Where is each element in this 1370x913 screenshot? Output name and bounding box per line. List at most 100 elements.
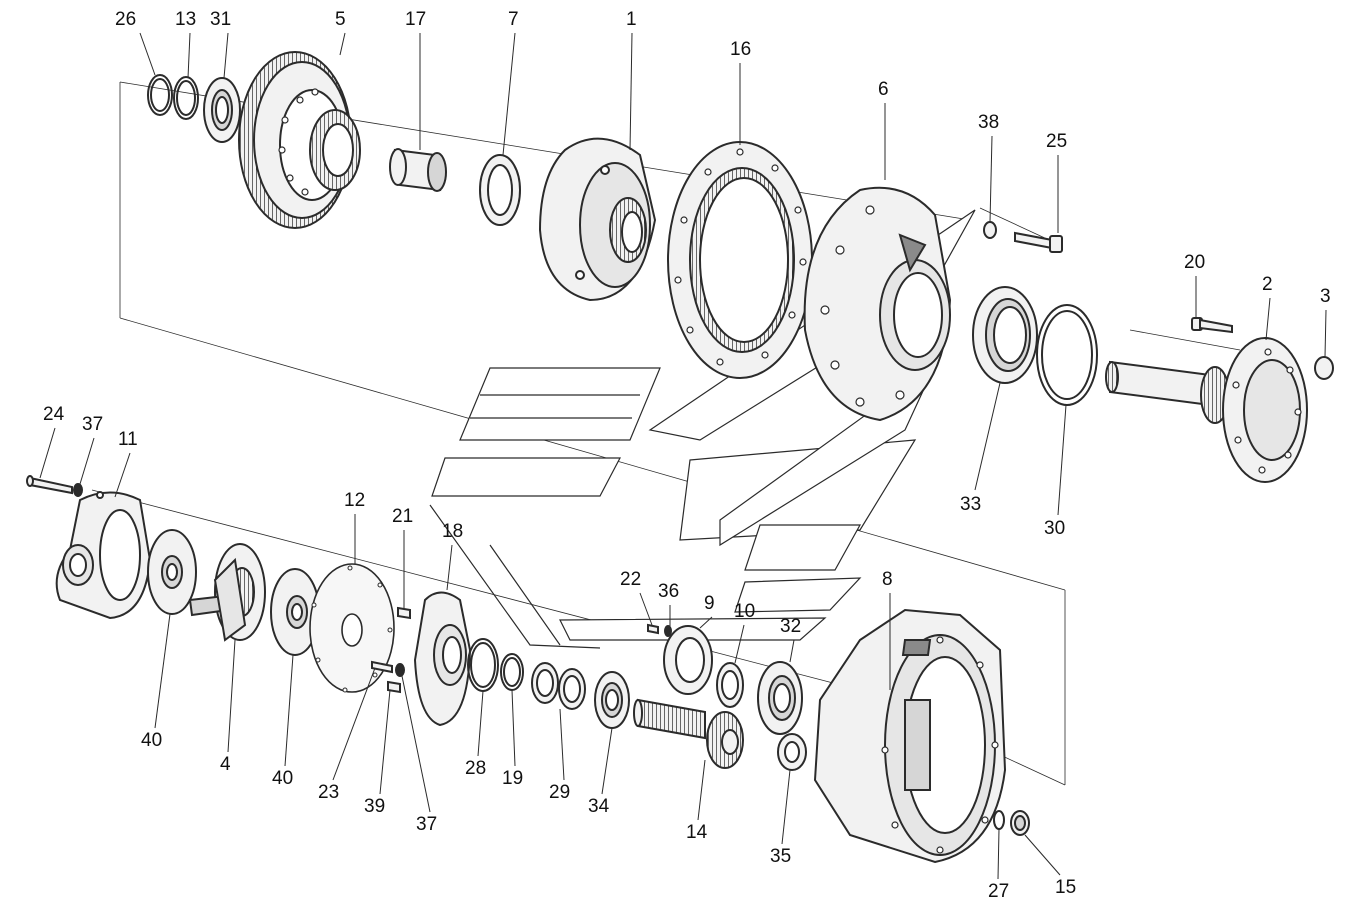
part-label-12: 12 xyxy=(344,490,365,511)
leader-line-40 xyxy=(284,654,294,767)
part-label-20: 20 xyxy=(1184,252,1205,273)
part-label-18: 18 xyxy=(442,521,463,542)
part-label-36: 36 xyxy=(658,581,679,602)
part-label-21: 21 xyxy=(392,506,413,527)
cover-plate-9 xyxy=(663,625,713,695)
pin-39 xyxy=(387,680,401,694)
leader-line-23 xyxy=(332,667,376,781)
part-label-35: 35 xyxy=(770,846,791,867)
part-label-39: 39 xyxy=(364,796,385,817)
nut-3 xyxy=(1314,356,1334,380)
part-label-24: 24 xyxy=(43,404,65,425)
part-label-17: 17 xyxy=(405,9,426,30)
part-label-27: 27 xyxy=(988,881,1009,902)
part-label-3: 3 xyxy=(1320,286,1331,307)
leader-line-19 xyxy=(511,689,516,767)
washer-36 xyxy=(664,625,672,637)
washer-37-right xyxy=(395,663,405,677)
washer-37-left xyxy=(73,483,83,497)
leader-line-37 xyxy=(79,437,95,485)
leader-lines xyxy=(39,32,1327,880)
leader-line-3 xyxy=(1324,309,1327,358)
leader-line-31 xyxy=(223,32,229,79)
bearing-33 xyxy=(972,286,1038,384)
bearing-32 xyxy=(757,661,803,735)
ring-28 xyxy=(467,638,499,692)
part-label-14: 14 xyxy=(686,822,708,843)
part-label-37: 37 xyxy=(82,414,103,435)
leader-line-11 xyxy=(114,452,131,498)
part-label-31: 31 xyxy=(210,9,231,30)
screw-22 xyxy=(647,623,659,635)
leader-line-33 xyxy=(974,382,1001,491)
part-label-29: 29 xyxy=(549,782,570,803)
cover-18 xyxy=(413,591,472,727)
part-label-7: 7 xyxy=(508,9,519,30)
leader-line-7 xyxy=(502,32,516,156)
part-label-40: 40 xyxy=(141,730,162,751)
pinion-shaft-14 xyxy=(633,698,744,769)
leader-line-14 xyxy=(697,759,706,821)
leader-line-27 xyxy=(997,828,1000,880)
leader-line-22 xyxy=(639,592,653,626)
leader-line-32 xyxy=(789,639,795,663)
part-label-16: 16 xyxy=(730,39,751,60)
part-label-30: 30 xyxy=(1044,518,1065,539)
leader-line-35 xyxy=(781,769,791,845)
part-label-4: 4 xyxy=(220,754,231,775)
leader-line-28 xyxy=(477,690,484,757)
part-label-37: 37 xyxy=(416,814,437,835)
leader-line-40 xyxy=(154,613,171,729)
pin-21 xyxy=(397,606,411,620)
bearing-31 xyxy=(203,77,241,143)
seal-29 xyxy=(531,662,586,710)
plate-12 xyxy=(309,563,395,693)
pin-23 xyxy=(371,660,393,674)
plug-15 xyxy=(1010,810,1030,836)
part-label-34: 34 xyxy=(588,796,610,817)
hub-housing-6 xyxy=(803,186,952,422)
part-label-11: 11 xyxy=(118,429,138,450)
leader-line-26 xyxy=(139,32,156,76)
nut-38 xyxy=(983,221,997,239)
bearing-35 xyxy=(777,733,807,771)
bracket-housing-11 xyxy=(55,491,152,620)
circlip-26 xyxy=(147,74,173,116)
ring-30 xyxy=(1036,304,1098,406)
part-label-25: 25 xyxy=(1046,131,1067,152)
part-label-28: 28 xyxy=(465,758,486,779)
ring-19 xyxy=(500,653,524,691)
lever-assembly-4 xyxy=(188,543,266,642)
bolt-25 xyxy=(1014,231,1063,253)
part-label-22: 22 xyxy=(620,569,641,590)
leader-line-29 xyxy=(559,708,565,781)
leader-line-5 xyxy=(339,32,346,56)
part-label-1: 1 xyxy=(626,9,637,30)
part-label-13: 13 xyxy=(175,9,196,30)
leader-line-38 xyxy=(989,135,993,223)
part-label-19: 19 xyxy=(502,768,523,789)
part-label-10: 10 xyxy=(734,601,755,622)
part-label-33: 33 xyxy=(960,494,981,515)
part-label-6: 6 xyxy=(878,79,889,100)
disc-40-left xyxy=(147,529,197,615)
ring-10 xyxy=(716,662,744,708)
leader-line-4 xyxy=(227,639,236,753)
part-label-8: 8 xyxy=(882,569,893,590)
part-label-32: 32 xyxy=(780,616,801,637)
gear-5 xyxy=(238,51,361,229)
seal-7 xyxy=(479,154,521,226)
leader-line-13 xyxy=(187,32,191,79)
leader-line-10 xyxy=(734,624,745,664)
part-label-15: 15 xyxy=(1055,877,1076,898)
leader-line-39 xyxy=(379,689,391,795)
gear-housing-8 xyxy=(813,608,1007,864)
bolt-24 xyxy=(26,475,73,495)
bushing-17 xyxy=(389,148,447,192)
leader-line-34 xyxy=(601,727,613,795)
part-label-40: 40 xyxy=(272,768,293,789)
leader-line-2 xyxy=(1265,297,1271,341)
ring-27 xyxy=(993,810,1005,830)
leader-line-18 xyxy=(446,544,453,591)
